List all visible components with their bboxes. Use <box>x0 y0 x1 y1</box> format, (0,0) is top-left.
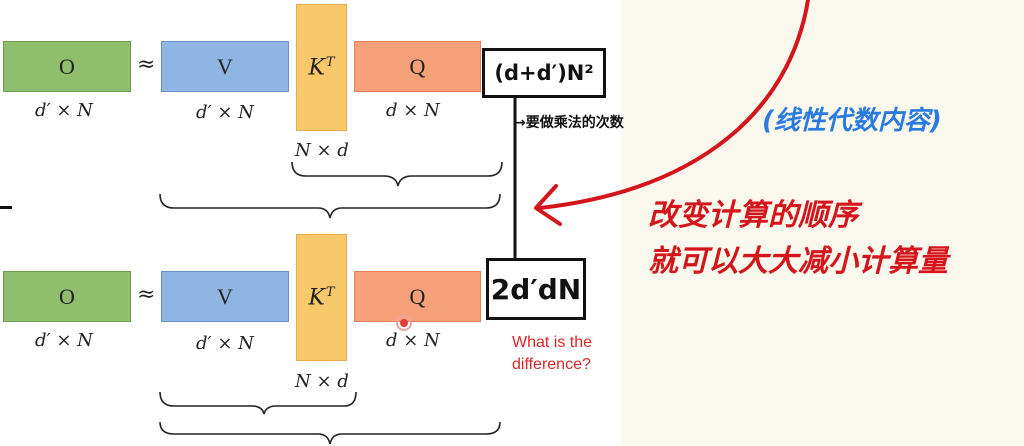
row1-small-brace <box>291 161 503 187</box>
row2-q-box: Q <box>354 271 481 322</box>
row1-q-label: Q <box>409 53 426 79</box>
row1-v-label: V <box>217 53 233 79</box>
question-text: What is the difference? <box>512 332 592 376</box>
row2-k-base: K <box>308 285 325 311</box>
row2-approx-sign: ≈ <box>137 282 156 307</box>
row1-cost-label: (d+d′)N² <box>494 61 594 85</box>
linear-algebra-note: (线性代数内容) <box>762 106 942 136</box>
row2-v-box: V <box>161 271 289 322</box>
row2-v-dim: d′ × N <box>196 333 254 354</box>
change-order-note-line1: 改变计算的顺序 <box>648 198 858 233</box>
row1-o-dim: d′ × N <box>35 100 93 121</box>
row1-o-label: O <box>59 53 75 79</box>
row1-o-box: O <box>3 41 131 92</box>
row2-o-dim: d′ × N <box>35 330 93 351</box>
question-line1: What is the <box>512 334 593 351</box>
change-order-note-line2: 就可以大大减小计算量 <box>648 244 948 279</box>
row1-q-box: Q <box>354 41 481 92</box>
row1-kt-label: KT <box>308 55 334 80</box>
row1-cost-box: (d+d′)N² <box>482 48 606 98</box>
row2-large-brace <box>159 421 501 445</box>
row1-k-base: K <box>308 55 325 81</box>
row2-o-label: O <box>59 283 75 309</box>
row1-v-dim: d′ × N <box>196 102 254 123</box>
row2-k-dim: N × d <box>295 371 349 392</box>
red-pointer-dot <box>400 319 408 327</box>
row1-kt-box: KT <box>296 4 347 131</box>
row1-v-box: V <box>161 41 289 92</box>
row2-kt-label: KT <box>308 285 334 310</box>
row2-cost-box: 2d′dN <box>486 258 586 320</box>
row2-v-label: V <box>217 283 233 309</box>
row1-k-sup: T <box>325 54 335 70</box>
row2-q-label: Q <box>409 283 426 309</box>
red-arrow-head <box>534 184 562 226</box>
notes-area <box>622 0 1024 446</box>
multiplication-count-note: →要做乘法的次数 <box>514 115 624 131</box>
row2-k-sup: T <box>325 284 335 300</box>
row2-kt-box: KT <box>296 234 347 361</box>
row1-large-brace <box>159 193 501 219</box>
row1-k-dim: N × d <box>295 140 349 161</box>
row1-approx-sign: ≈ <box>137 52 156 77</box>
row2-small-brace <box>159 391 357 415</box>
row2-o-box: O <box>3 271 131 322</box>
left-dash-mark <box>0 206 12 209</box>
red-curve-arrow <box>538 0 810 210</box>
question-line2: difference? <box>512 356 591 373</box>
row1-q-dim: d × N <box>386 100 440 121</box>
row2-cost-label: 2d′dN <box>490 272 582 306</box>
row2-q-dim: d × N <box>386 330 440 351</box>
